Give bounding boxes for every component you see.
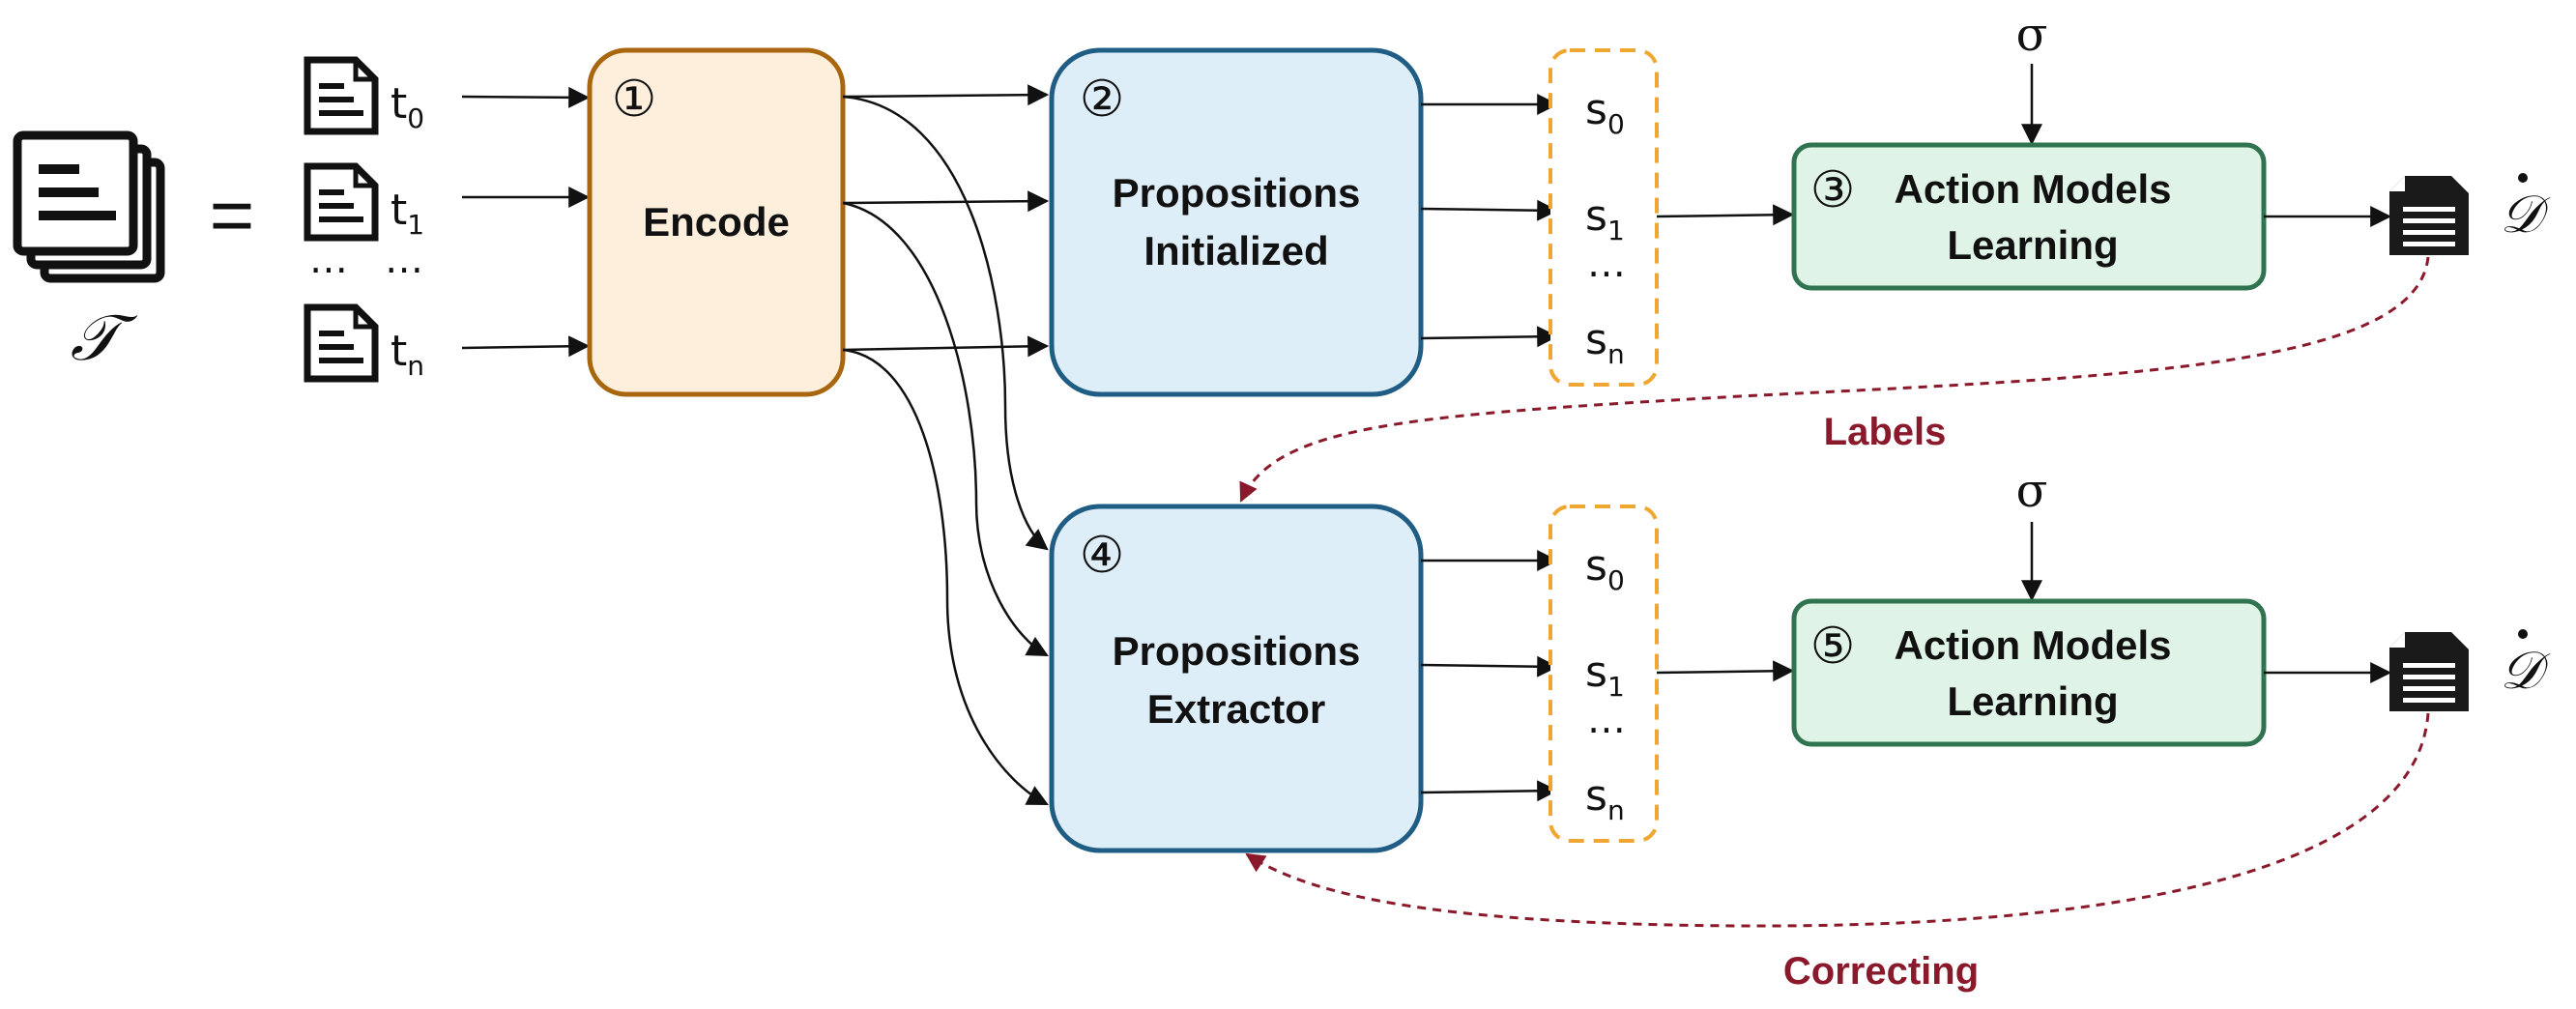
- propositions-initialized-line1: Propositions: [1113, 170, 1361, 216]
- propositions-extractor-line1: Propositions: [1113, 628, 1361, 674]
- curve-encode-extractor-n: [842, 348, 1049, 806]
- traces-stack-icon: [13, 130, 165, 283]
- arrow-encode-init-n: [842, 335, 1050, 358]
- action-models-learning-bottom-box: ⑤ Action Models Learning: [1791, 598, 2267, 747]
- curve-encode-extractor-0: [842, 95, 1049, 551]
- state-top-n: sn: [1585, 315, 1625, 370]
- arrow-states-bottom-aml: [1656, 660, 1795, 682]
- arrow-tn-encode: [461, 335, 591, 358]
- state-bottom-0: s0: [1585, 541, 1625, 596]
- step-number-2: ②: [1080, 71, 1125, 129]
- trace-label-0: t0: [391, 79, 424, 134]
- domain-symbol-bottom-dot: [2518, 629, 2528, 639]
- trace-doc-icon-0: [304, 56, 379, 135]
- domain-symbol-bottom: 𝒟: [2500, 640, 2550, 701]
- sigma-top: σ: [2016, 8, 2048, 62]
- arrow-encode-init-0: [842, 84, 1050, 106]
- arrow-init-s1: [1420, 199, 1559, 221]
- trace-label-1: t1: [391, 186, 424, 241]
- feedback-correcting-text: Correcting: [1783, 950, 1979, 993]
- arrow-t0-encode: [461, 86, 591, 108]
- state-top-ellipsis: ⋯: [1587, 251, 1626, 296]
- state-top-0: s0: [1585, 85, 1625, 140]
- propositions-extractor-box: ④ Propositions Extractor: [1049, 504, 1424, 853]
- domain-symbol-top-dot: [2518, 173, 2528, 183]
- feedback-labels-text: Labels: [1824, 411, 1947, 453]
- state-bottom-ellipsis: ⋯: [1587, 707, 1626, 752]
- state-top-1: s1: [1585, 191, 1625, 246]
- aml-bottom-line2: Learning: [1947, 678, 2118, 724]
- trace-label-n: tn: [391, 327, 424, 382]
- step-number-1: ①: [612, 71, 657, 129]
- aml-top-line1: Action Models: [1894, 166, 2171, 212]
- traces-ellipsis: ⋯ ⋯: [309, 247, 423, 292]
- aml-bottom-line1: Action Models: [1894, 622, 2171, 668]
- arrow-encode-init-1: [842, 190, 1050, 213]
- states-top-box: s0 s1 ⋯ sn: [1548, 48, 1659, 387]
- trace-doc-icon-n: [304, 303, 379, 383]
- state-bottom-n: sn: [1585, 771, 1625, 826]
- propositions-initialized-box: ② Propositions Initialized: [1049, 47, 1424, 397]
- states-bottom-box: s0 s1 ⋯ sn: [1548, 504, 1659, 843]
- aml-top-line2: Learning: [1947, 222, 2118, 268]
- propositions-initialized-line2: Initialized: [1143, 228, 1328, 274]
- step-number-3: ③: [1810, 161, 1856, 219]
- equals-sign: =: [210, 172, 255, 258]
- domain-symbol-top: 𝒟: [2500, 184, 2550, 245]
- arrow-ext-s1: [1420, 655, 1559, 677]
- domain-doc-bottom-icon: [2389, 632, 2469, 711]
- domain-doc-top-icon: [2389, 176, 2469, 255]
- action-models-learning-top-box: ③ Action Models Learning: [1791, 142, 2267, 291]
- trace-doc-icon-1: [304, 162, 379, 242]
- arrow-ext-sn: [1420, 780, 1559, 802]
- encode-box: ① Encode: [587, 47, 846, 397]
- state-bottom-1: s1: [1585, 648, 1625, 703]
- arrow-states-top-aml: [1656, 204, 1795, 226]
- step-number-5: ⑤: [1810, 618, 1856, 676]
- encode-label: Encode: [643, 199, 790, 245]
- arrow-init-sn: [1420, 326, 1559, 348]
- feedback-labels-curve: [1239, 256, 2430, 503]
- step-number-4: ④: [1080, 527, 1125, 585]
- curve-encode-extractor-1: [842, 201, 1049, 657]
- propositions-extractor-line2: Extractor: [1147, 686, 1325, 732]
- sigma-bottom: σ: [2016, 464, 2048, 518]
- traces-symbol: 𝒯: [71, 301, 138, 375]
